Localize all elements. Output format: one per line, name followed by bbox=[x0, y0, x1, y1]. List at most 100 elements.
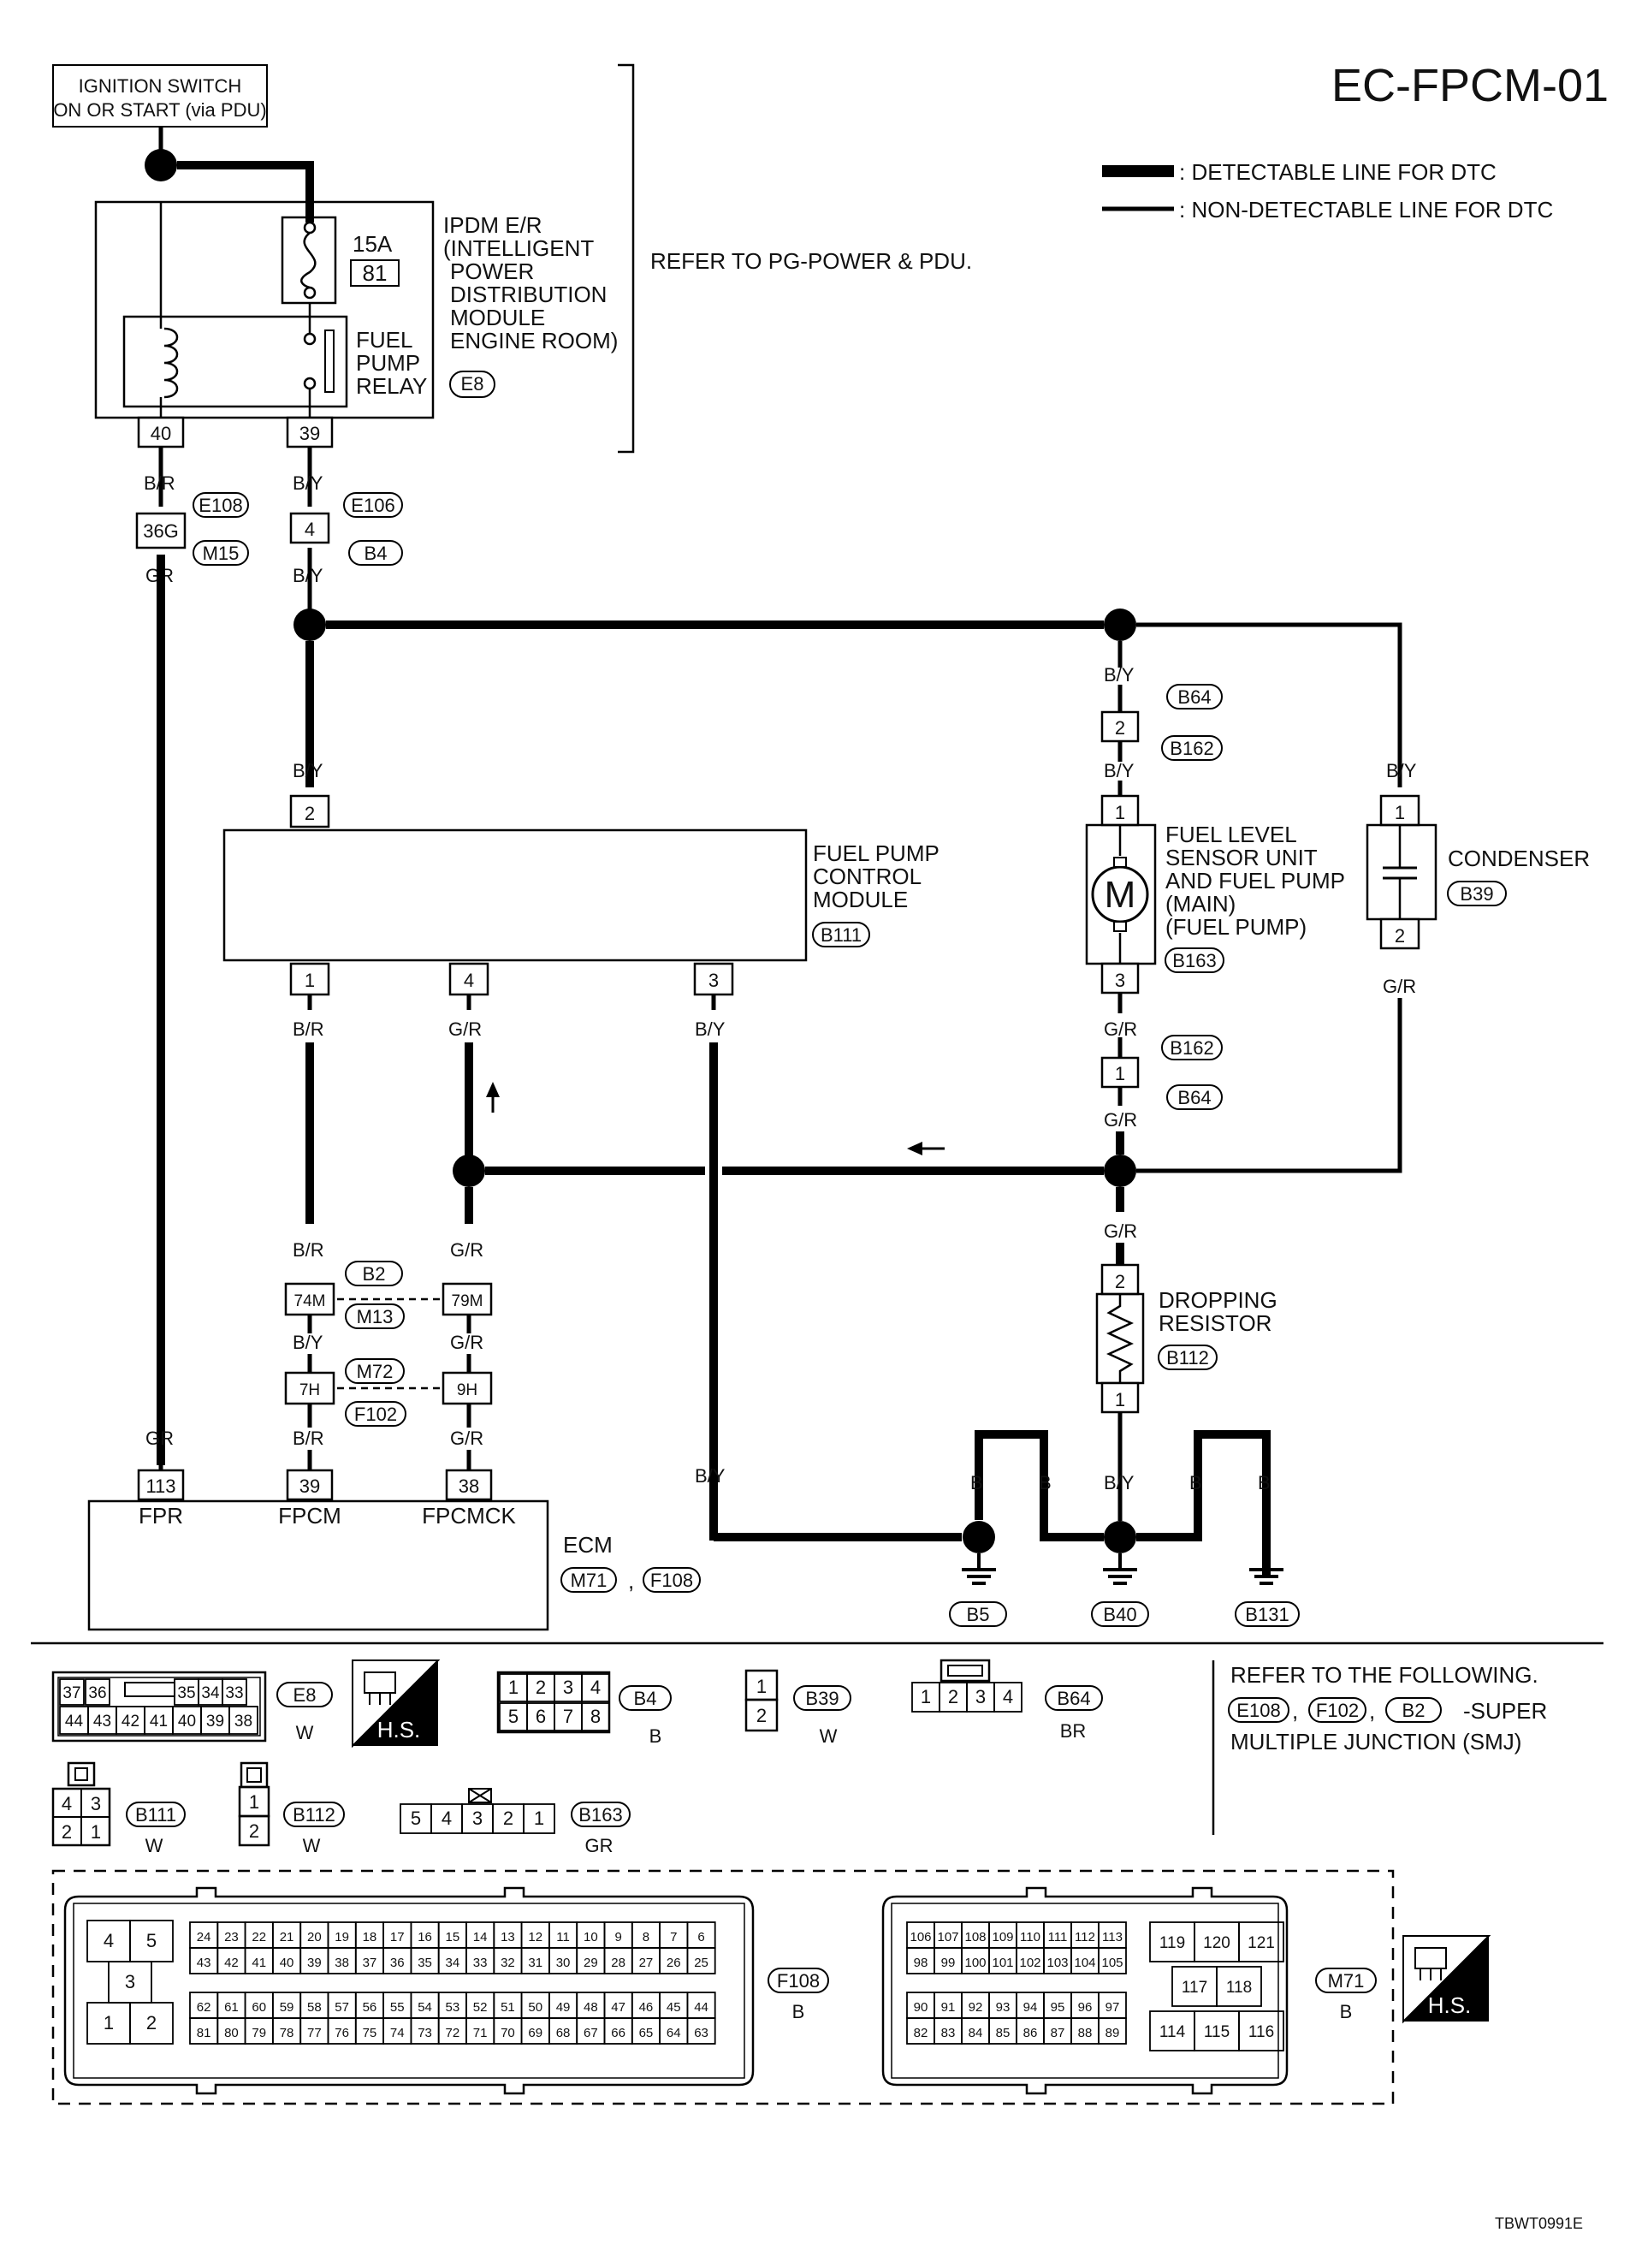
ecm-label-fpcmck: FPCMCK bbox=[422, 1503, 516, 1529]
ground-b40: B40 bbox=[1103, 1604, 1136, 1625]
f108-pin-17: 17 bbox=[390, 1930, 405, 1944]
b4-color: B bbox=[649, 1725, 662, 1747]
f108-pin-47: 47 bbox=[611, 2000, 625, 2015]
b163-pin-3: 3 bbox=[472, 1808, 483, 1829]
resistor-connector: B112 bbox=[1166, 1347, 1209, 1369]
arrow-up-icon bbox=[486, 1082, 500, 1097]
f108-pin-21: 21 bbox=[280, 1930, 294, 1944]
refer-sep-1: , bbox=[1292, 1698, 1298, 1724]
m71-pin-102: 102 bbox=[1019, 1956, 1040, 1970]
refer-smj-line1: REFER TO THE FOLLOWING. bbox=[1230, 1662, 1538, 1688]
f108-pin-49: 49 bbox=[556, 2000, 571, 2015]
f108-pin-71: 71 bbox=[473, 2026, 488, 2040]
arrow-left-icon bbox=[907, 1142, 922, 1155]
f108-pin-45: 45 bbox=[667, 2000, 681, 2015]
f108-color: B bbox=[792, 2001, 805, 2022]
f108-pin-22: 22 bbox=[252, 1930, 266, 1944]
f108-pin-29: 29 bbox=[584, 1956, 598, 1970]
b112-color: W bbox=[303, 1835, 321, 1856]
f108-pin-12: 12 bbox=[528, 1930, 542, 1944]
condenser-pin-1: 1 bbox=[1395, 802, 1405, 823]
refer-smj-line3: MULTIPLE JUNCTION (SMJ) bbox=[1230, 1729, 1521, 1754]
ground-b131: B131 bbox=[1245, 1604, 1289, 1625]
wire-label-b-2: B bbox=[1039, 1472, 1052, 1493]
f108-pin-10: 10 bbox=[584, 1930, 598, 1944]
ipdm-name-2: (INTELLIGENT bbox=[443, 235, 594, 261]
motor-letter: M bbox=[1105, 874, 1136, 916]
e8-pin-44: 44 bbox=[65, 1713, 84, 1731]
f108-pin-55: 55 bbox=[390, 2000, 405, 2015]
f108-pin-36: 36 bbox=[390, 1956, 405, 1970]
diagram-title: EC-FPCM-01 bbox=[1331, 60, 1609, 111]
conn-b162-top: B162 bbox=[1170, 738, 1213, 759]
resistor-label-2: RESISTOR bbox=[1159, 1310, 1271, 1336]
wire-label-br-4: B/R bbox=[293, 1428, 324, 1449]
ipdm-name-3: POWER bbox=[450, 258, 534, 284]
e8-pin-39: 39 bbox=[206, 1713, 224, 1731]
f108-pin-75: 75 bbox=[363, 2026, 377, 2040]
f108-pin-78: 78 bbox=[280, 2026, 294, 2040]
hs-text-1: H.S. bbox=[377, 1717, 421, 1743]
resistor-pin-1: 1 bbox=[1115, 1389, 1125, 1410]
legend: : DETECTABLE LINE FOR DTC : NON-DETECTAB… bbox=[1102, 159, 1553, 223]
ecm-sep: , bbox=[628, 1568, 634, 1594]
resistor-pin-2: 2 bbox=[1115, 1271, 1125, 1292]
ipdm-er: 15A 81 FUEL PUMP RELAY bbox=[94, 200, 435, 419]
ipdm-name-6: ENGINE ROOM) bbox=[450, 328, 618, 353]
f108-pin-62: 62 bbox=[197, 2000, 211, 2015]
f108-pin-42: 42 bbox=[224, 1956, 239, 1970]
b111-color: W bbox=[145, 1835, 163, 1856]
f108-pin-80: 80 bbox=[224, 2026, 239, 2040]
e8-pin-41: 41 bbox=[150, 1713, 168, 1731]
condenser-connector: B39 bbox=[1460, 883, 1493, 905]
ignition-line1: IGNITION SWITCH bbox=[79, 75, 242, 97]
wire-label-b-1: B bbox=[970, 1472, 983, 1493]
f108-pin-9: 9 bbox=[614, 1930, 621, 1944]
f108-pin-51: 51 bbox=[501, 2000, 515, 2015]
conn-e106: E106 bbox=[351, 495, 394, 516]
f108-pin-37: 37 bbox=[363, 1956, 377, 1970]
m71-pin-84: 84 bbox=[969, 2026, 983, 2040]
m71-color: B bbox=[1340, 2001, 1353, 2022]
pin-2-b64: 2 bbox=[1115, 717, 1125, 739]
m71-pin-117: 117 bbox=[1182, 1979, 1207, 1997]
m71-pin-100: 100 bbox=[964, 1956, 986, 1970]
pump-label-2: SENSOR UNIT bbox=[1165, 845, 1318, 870]
refer-smj-line2: -SUPER bbox=[1463, 1698, 1547, 1724]
m71-pin-119: 119 bbox=[1159, 1934, 1185, 1952]
fuel-pump-control-module bbox=[222, 828, 808, 962]
pin-9h: 9H bbox=[457, 1381, 477, 1399]
f108-pin-1: 1 bbox=[104, 2012, 114, 2033]
wire-label-by-9: B/Y bbox=[695, 1465, 726, 1487]
m71-pin-89: 89 bbox=[1105, 2026, 1120, 2040]
m71-pin-92: 92 bbox=[969, 2000, 983, 2015]
pump-pin-3: 3 bbox=[1115, 970, 1125, 991]
ecm-conn-m71: M71 bbox=[571, 1570, 608, 1591]
f108-pin-15: 15 bbox=[446, 1930, 460, 1944]
b112-name: B112 bbox=[293, 1804, 335, 1826]
m71-pin-98: 98 bbox=[914, 1956, 928, 1970]
m71-pin-114: 114 bbox=[1159, 2023, 1186, 2041]
condenser-pin-2: 2 bbox=[1395, 925, 1405, 947]
wire-label-by-7: B/Y bbox=[1386, 760, 1417, 781]
conn-f102: F102 bbox=[354, 1404, 397, 1425]
f108-pin-67: 67 bbox=[584, 2026, 598, 2040]
b163-pin-2: 2 bbox=[503, 1808, 513, 1829]
f108-pin-77: 77 bbox=[307, 2026, 322, 2040]
ipdm-name-4: DISTRIBUTION bbox=[450, 282, 607, 307]
fpcm-connector: B111 bbox=[821, 924, 862, 946]
b39-color: W bbox=[820, 1725, 838, 1747]
wire-label-by-6: B/Y bbox=[1104, 760, 1135, 781]
connector-view-b112: 1 2 B112 W bbox=[238, 1761, 345, 1856]
wire-label-by-3: B/Y bbox=[293, 760, 323, 781]
m71-pin-82: 82 bbox=[914, 2026, 928, 2040]
f108-pin-6: 6 bbox=[697, 1930, 704, 1944]
footer-code: TBWT0991E bbox=[1495, 2215, 1583, 2232]
f108-pin-59: 59 bbox=[280, 2000, 294, 2015]
refer-bracket bbox=[618, 63, 635, 454]
b111-pin-3: 3 bbox=[91, 1793, 101, 1814]
wire-label-gr-9: G/R bbox=[450, 1428, 483, 1449]
splice-ignition bbox=[145, 149, 177, 181]
